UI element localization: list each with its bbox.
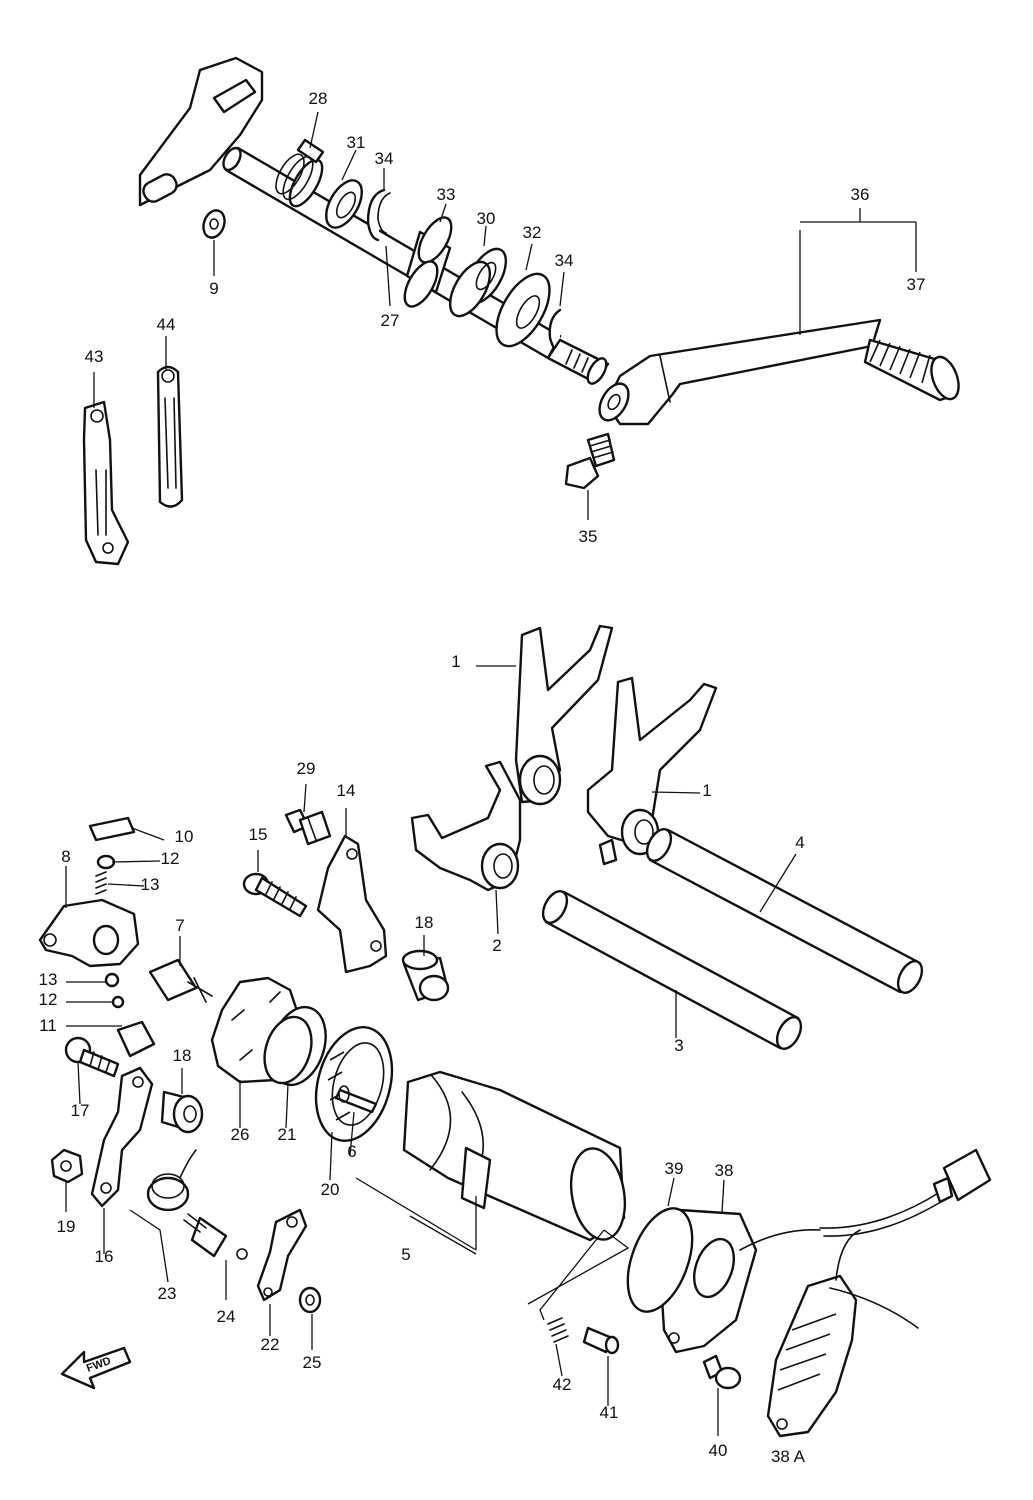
callout-43: 43 — [85, 347, 104, 366]
callout-44: 44 — [157, 315, 176, 334]
callout-19: 19 — [57, 1217, 76, 1236]
bearing-21 — [263, 1005, 327, 1087]
callout-24: 24 — [217, 1307, 236, 1326]
pawl-22 — [256, 1208, 308, 1302]
callout-3: 3 — [674, 1036, 683, 1055]
callout-40: 40 — [709, 1441, 728, 1460]
leader-lines — [65, 111, 917, 1436]
callout-13: 13 — [39, 970, 58, 989]
bolt-17 — [64, 1036, 120, 1078]
callout-13: 13 — [141, 875, 160, 894]
spring-23 — [146, 1149, 197, 1212]
callout-35: 35 — [579, 527, 598, 546]
callout-34: 34 — [555, 251, 574, 270]
callout-31: 31 — [347, 133, 366, 152]
washer — [202, 209, 226, 239]
callout-38a: 38 A — [771, 1447, 806, 1466]
cam-stopper-holder — [38, 816, 156, 1058]
shift-link-44 — [156, 365, 184, 508]
callout-23: 23 — [158, 1284, 177, 1303]
callout-15: 15 — [249, 825, 268, 844]
stopper-plate — [316, 834, 388, 974]
pin-24 — [183, 1213, 248, 1260]
callout-12: 12 — [161, 849, 180, 868]
callout-29: 29 — [297, 759, 316, 778]
callout-38: 38 — [715, 1161, 734, 1180]
shift-cam-5 — [402, 1070, 627, 1242]
fork-shaft-4 — [645, 828, 924, 994]
callout-27: 27 — [381, 311, 400, 330]
callout-6: 6 — [347, 1142, 356, 1161]
callout-26: 26 — [231, 1125, 250, 1144]
callout-36: 36 — [851, 185, 870, 204]
callout-7: 7 — [175, 916, 184, 935]
neutral-switch-bolt — [284, 808, 332, 846]
pin-41 — [582, 1326, 620, 1355]
callout-2: 2 — [492, 936, 501, 955]
callout-22: 22 — [261, 1335, 280, 1354]
callout-9: 9 — [209, 279, 218, 298]
callout-1: 1 — [702, 781, 711, 800]
callout-labels: 1123456789101112121313141516171818192021… — [39, 89, 926, 1466]
callout-10: 10 — [175, 827, 194, 846]
nut-19 — [50, 1148, 84, 1184]
cam-pin-6 — [334, 1085, 378, 1114]
callout-41: 41 — [600, 1403, 619, 1422]
bushing-18 — [401, 949, 450, 1002]
forward-direction-arrow: FWD — [60, 1346, 132, 1390]
return-spring — [275, 138, 325, 208]
callout-20: 20 — [321, 1180, 340, 1199]
callout-8: 8 — [61, 847, 70, 866]
shift-link-43 — [82, 400, 130, 566]
spring-42 — [547, 1317, 569, 1343]
shift-fork-upper — [514, 624, 614, 806]
stopper-arm-16 — [90, 1066, 154, 1208]
o-ring-39 — [626, 1207, 694, 1313]
callout-1: 1 — [451, 652, 460, 671]
callout-17: 17 — [71, 1101, 90, 1120]
callout-39: 39 — [665, 1159, 684, 1178]
callout-16: 16 — [95, 1247, 114, 1266]
bushing-18-lower — [160, 1090, 204, 1134]
callout-14: 14 — [337, 781, 356, 800]
lever-bolt — [564, 432, 616, 490]
callout-12: 12 — [39, 990, 58, 1009]
callout-32: 32 — [523, 223, 542, 242]
washer-25 — [298, 1286, 322, 1314]
gearshift-shaft-assembly — [138, 56, 610, 385]
callout-18: 18 — [173, 1046, 192, 1065]
callout-11: 11 — [39, 1016, 57, 1035]
switch-wire — [819, 1148, 992, 1329]
gearshift-lever — [598, 318, 960, 426]
fork-shaft-3 — [541, 890, 803, 1050]
switch-cover-38a — [766, 1229, 861, 1438]
callout-37: 37 — [907, 275, 926, 294]
callout-25: 25 — [303, 1353, 322, 1372]
bolt-40 — [702, 1354, 742, 1390]
footrest-rubber — [863, 338, 960, 402]
callout-4: 4 — [795, 833, 804, 852]
callout-42: 42 — [553, 1375, 572, 1394]
callout-33: 33 — [437, 185, 456, 204]
pin-7 — [148, 958, 213, 1003]
callout-28: 28 — [309, 89, 328, 108]
callout-21: 21 — [278, 1125, 297, 1144]
callout-5: 5 — [401, 1245, 410, 1264]
shift-fork-2 — [410, 760, 522, 892]
callout-18: 18 — [415, 913, 434, 932]
callout-30: 30 — [477, 209, 496, 228]
callout-34: 34 — [375, 149, 394, 168]
bolt-15 — [242, 872, 308, 918]
